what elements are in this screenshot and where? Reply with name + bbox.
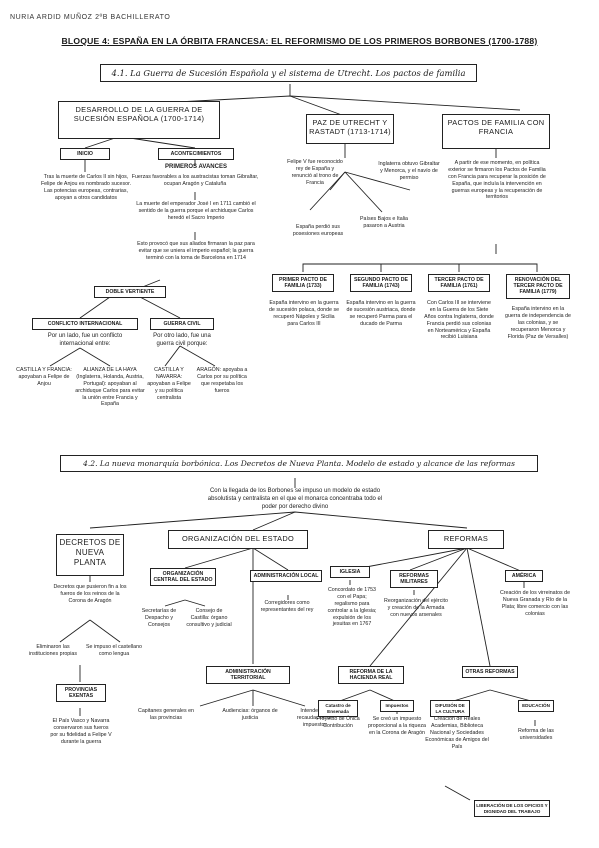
america-box: AMÉRICA [505, 570, 543, 583]
guerra-civil-box: GUERRA CIVIL [150, 318, 214, 331]
page-title: BLOQUE 4: ESPAÑA EN LA ÓRBITA FRANCESA: … [61, 36, 538, 46]
acontecimientos-box: ACONTECIMIENTOS [158, 148, 234, 161]
iglesia-box: IGLESIA [330, 566, 370, 579]
section2-title: 4.2. La nueva monarquía borbónica. Los D… [60, 455, 538, 472]
provincias-exentas-text: El País Vasco y Navarra conservaron sus … [50, 718, 112, 745]
difusion-cultura-box: DIFUSIÓN DE LA CULTURA [430, 700, 470, 717]
segundo-pacto-box: SEGUNDO PACTO DE FAMILIA (1743) [350, 274, 412, 293]
castilla-navarra-text: CASTILLA Y NAVARRA: apoyaban a Felipe y … [147, 367, 191, 401]
doble-vertiente-box: DOBLE VERTIENTE [94, 286, 166, 299]
adm-territorial-right-text: Intendentes: recaudación de impuestos [296, 708, 334, 728]
educacion-text: Reforma de las universidades [518, 728, 554, 741]
conflicto-internacional-box: CONFLICTO INTERNACIONAL [32, 318, 138, 331]
paz-utrecht-box: PAZ DE UTRECHT Y RASTADT (1713-1714) [306, 114, 394, 144]
austria-text: Países Bajos e Italia pasaron a Austria [360, 216, 408, 229]
otras-reformas-box: OTRAS REFORMAS [462, 666, 518, 679]
catastro-text: Proyecto de Única Contribución [316, 716, 360, 729]
adm-local-box: ADMINISTRACIÓN LOCAL [250, 570, 322, 583]
primeros-avances-text: Fuerzas favorables a los austracistas to… [131, 174, 259, 187]
org-central-box: ORGANIZACIÓN CENTRAL DEL ESTADO [150, 568, 216, 587]
desarrollo-box: DESARROLLO DE LA GUERRA DE SUCESIÓN ESPA… [58, 101, 220, 139]
inicio-text: Tras la muerte de Carlos II sin hijos, F… [40, 174, 132, 201]
decretos-left-text: Eliminaron las instituciones propias [29, 644, 77, 657]
adm-territorial-mid-text: Audiencias: órganos de justicia [222, 708, 278, 721]
provincias-exentas-box: PROVINCIAS EXENTAS [56, 684, 106, 703]
iglesia-text: Concordato de 1753 con el Papa; regalism… [327, 587, 377, 628]
impuestos-text: Se creó un impuesto proporcional a la ri… [367, 716, 426, 736]
organizacion-box: ORGANIZACIÓN DEL ESTADO [168, 530, 308, 549]
decretos-box: DECRETOS DE NUEVA PLANTA [56, 534, 124, 576]
adm-territorial-left-text: Capitanes generales en las provincias [138, 708, 194, 721]
reformas-box: REFORMAS [428, 530, 504, 549]
europa-text: España perdió sus posesiones europeas [292, 224, 344, 237]
aragon-text: ARAGÓN: apoyaba a Carlos por su política… [196, 367, 248, 394]
inicio-box: INICIO [60, 148, 110, 161]
tercer-pacto-text: Con Carlos III se interviene en la Guerr… [424, 300, 494, 341]
adm-local-text: Corregidores como representantes del rey [260, 600, 314, 613]
reformas-militares-box: REFORMAS MILITARES [390, 570, 438, 589]
castilla-francia-text: CASTILLA Y FRANCIA: apoyaban a Felipe de… [16, 367, 72, 387]
tercer-pacto-box: TERCER PACTO DE FAMILIA (1761) [428, 274, 490, 293]
adm-territorial-box: ADMINISTRACIÓN TERRITORIAL [206, 666, 290, 685]
conflicto-internacional-text: Por un lado, fue un conflicto internacio… [47, 333, 123, 347]
liberacion-oficios-box: LIBERACIÓN DE LOS OFICIOS Y DIGNIDAD DEL… [474, 800, 550, 817]
org-central-left-text: Secretarías de Despacho y Consejos [141, 608, 177, 628]
america-text: Creación de los virreinatos de Nueva Gra… [499, 590, 571, 617]
difusion-cultura-text: Creación de Reales Academias, Biblioteca… [425, 716, 489, 750]
educacion-box: EDUCACIÓN [518, 700, 554, 712]
guerra-civil-text: Por otro lado, fue una guerra civil porq… [153, 333, 211, 347]
primeros-avances-label: PRIMEROS AVANCES [165, 164, 227, 170]
alianza-haya-text: ALIANZA DE LA HAYA (Inglaterra, Holanda,… [75, 367, 145, 408]
aliados-text: Esto provocó que sus aliados firmaran la… [137, 241, 255, 261]
pactos-familia-text: A partir de ese momento, en política ext… [448, 160, 546, 201]
renovacion-pacto-box: RENOVACIÓN DEL TERCER PACTO DE FAMILIA (… [506, 274, 570, 299]
decretos-text: Decretos que pusieron fin a los fueros d… [53, 584, 127, 604]
org-central-right-text: Consejo de Castilla: órgano consultivo y… [186, 608, 232, 628]
renovacion-pacto-text: España intervino en la guerra de indepen… [505, 306, 571, 340]
primer-pacto-text: España intervino en la guerra de sucesió… [268, 300, 340, 327]
inglaterra-text: Inglaterra obtuvo Gibraltar y Menorca, y… [378, 161, 440, 181]
emperador-text: La muerte del emperador José I en 1711 c… [136, 201, 256, 221]
author-label: NURIA ARDID MUÑOZ 2ºB BACHILLERATO [10, 14, 171, 21]
hacienda-box: REFORMA DE LA HACIENDA REAL [338, 666, 404, 685]
impuestos-box: Impuestos [380, 700, 414, 712]
primer-pacto-box: PRIMER PACTO DE FAMILIA (1733) [272, 274, 334, 293]
section1-title: 4.1. La Guerra de Sucesión Española y el… [100, 64, 477, 82]
decretos-right-text: Se impuso el castellano como lengua [86, 644, 142, 657]
pactos-familia-box: PACTOS DE FAMILIA CON FRANCIA [442, 114, 550, 149]
section2-intro: Con la llegada de los Borbones se impuso… [207, 488, 383, 510]
reformas-militares-text: Reorganización del ejército y creación d… [384, 598, 448, 618]
paz-felipe-text: Felipe V fue reconocido rey de España y … [287, 159, 343, 186]
catastro-box: Catastro de Ensenada [318, 700, 358, 717]
segundo-pacto-text: España intervino en la guerra de sucesió… [346, 300, 416, 327]
